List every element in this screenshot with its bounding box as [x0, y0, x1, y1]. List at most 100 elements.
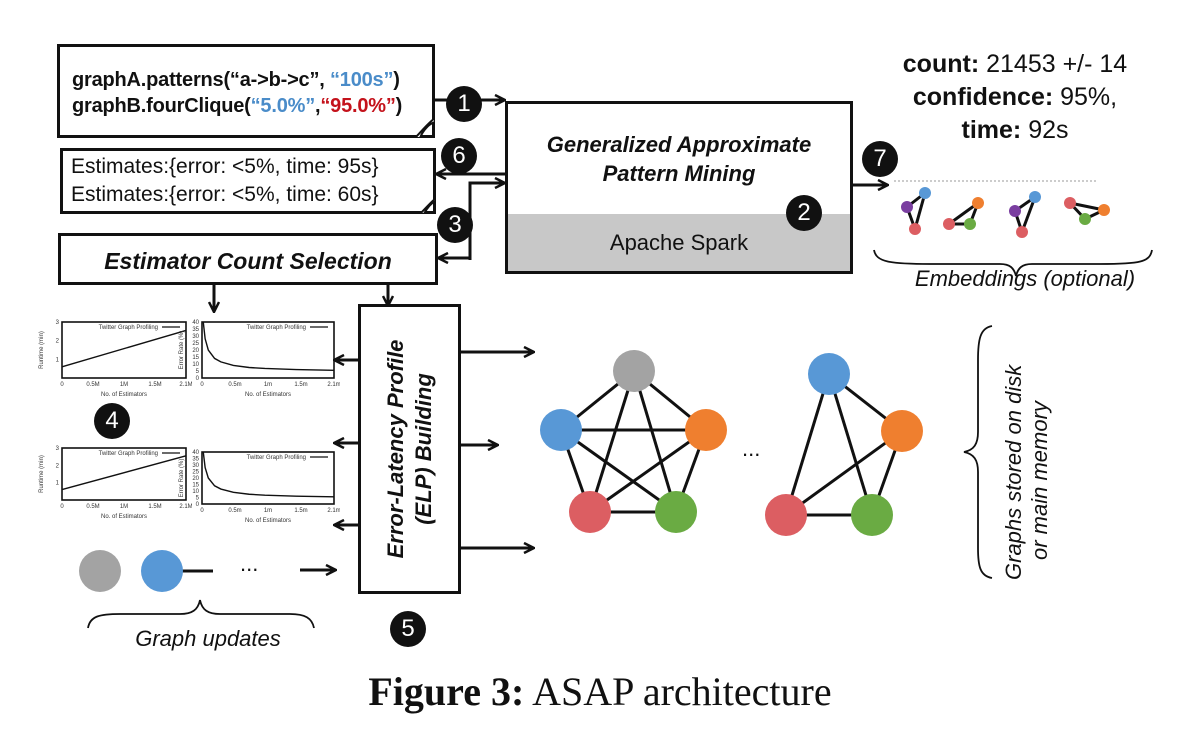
step-badge-5: 5: [390, 611, 426, 647]
chart-xtick-label: 0: [60, 504, 64, 510]
graph-edge: [827, 373, 874, 516]
step-badge-3: 3: [437, 207, 473, 243]
chart-ytick-label: 0: [196, 376, 200, 382]
chart-frame: [61, 321, 187, 379]
query-line-2: graphB.fourClique(“5.0%”,“95.0%”): [72, 95, 402, 118]
graph-node-purple: [901, 201, 913, 213]
graph-node-orange: [685, 409, 727, 451]
apache-spark-label: Apache Spark: [609, 230, 749, 255]
chart-ytick-label: 3: [56, 446, 60, 452]
chart-xtick-label: 0.5m: [228, 508, 241, 514]
step-badge-2: 2: [786, 195, 822, 231]
graph-edge: [632, 370, 678, 513]
chart-xtick-label: 1m: [264, 382, 272, 388]
step-badge-6: 6: [441, 138, 477, 174]
chart-xtick-label: 0: [200, 382, 204, 388]
caption-text: ASAP architecture: [524, 669, 832, 714]
gapm-title-line-1: Generalized Approximate: [546, 132, 812, 157]
graph-node-green: [1079, 213, 1091, 225]
chart-legend-label: Twitter Graph Profiling: [99, 451, 158, 457]
graph-node-green: [964, 218, 976, 230]
embedding-triangle: [1009, 191, 1041, 238]
graph-node-purple: [1009, 205, 1021, 217]
chart-xtick-label: 0.5M: [86, 382, 99, 388]
chart-legend-label: Twitter Graph Profiling: [247, 325, 306, 331]
chart-ytick-label: 20: [192, 476, 199, 482]
elp-label: Error-Latency Profile (ELP) Building: [382, 309, 438, 589]
graph-edge: [784, 373, 831, 516]
estimator-count-selection-box: Estimator Count Selection: [58, 233, 438, 285]
chart-legend-label: Twitter Graph Profiling: [99, 325, 158, 331]
chart-ytick-label: 0: [196, 502, 200, 508]
graphs-stored-brace: [963, 325, 993, 579]
graph-node-red: [1064, 197, 1076, 209]
chart-ytick-label: 15: [192, 483, 199, 489]
chart-ytick-label: 2: [56, 463, 60, 469]
graph-edge: [1020, 196, 1037, 233]
chart-xtick-label: 0: [200, 508, 204, 514]
chart-series-line: [61, 455, 187, 491]
chart-ylabel: Runtime (min): [39, 331, 45, 369]
chart-ylabel: Error Rate (%): [179, 459, 185, 498]
chart-ytick-label: 10: [192, 489, 199, 495]
chart-ytick-label: 35: [192, 457, 199, 463]
graph-four-node: [765, 353, 923, 536]
chart-series-line: [61, 329, 187, 368]
step-badge-4: 4: [94, 403, 130, 439]
graph-edge: [785, 429, 903, 517]
query-line-2-sep: ,: [315, 95, 321, 117]
chart-xlabel: No. of Estimators: [245, 518, 291, 524]
chart-ytick-label: 30: [192, 463, 199, 469]
chart-xtick-label: 1.5m: [294, 382, 307, 388]
chart-frame: [61, 447, 187, 501]
query-line-1-code: graphA.patterns(“a->b->c”,: [72, 69, 330, 91]
graph-updates-brace: [87, 599, 315, 629]
chart-series-line: [202, 451, 335, 498]
chart-xtick-label: 1.5m: [294, 508, 307, 514]
graph-node-red: [909, 223, 921, 235]
chart-xtick-label: 1m: [264, 508, 272, 514]
figure-caption: Figure 3: ASAP architecture: [0, 668, 1200, 715]
apache-spark-layer: Apache Spark: [508, 214, 850, 271]
elp-label-line-2: (ELP) Building: [410, 373, 436, 525]
count-value: 21453 +/- 14: [986, 50, 1128, 78]
graph-node-red: [569, 491, 611, 533]
graph-node-blue: [1029, 191, 1041, 203]
query-line-1-close: ): [393, 69, 400, 91]
count-label: count:: [902, 50, 980, 78]
embeddings-brace: [873, 249, 1153, 277]
caption-label: Figure 3:: [368, 669, 525, 714]
graph-node-red: [765, 494, 807, 536]
chart-series-line: [202, 321, 335, 371]
chart-frame: [201, 451, 335, 505]
chart-ytick-label: 3: [56, 320, 60, 326]
confidence-label: confidence:: [912, 83, 1054, 111]
graph-node-red: [943, 218, 955, 230]
arrow-selection-to-gapm: [468, 183, 505, 260]
graph-updates-label: Graph updates: [135, 626, 281, 651]
gapm-box: Generalized Approximate Pattern Mining A…: [505, 101, 853, 274]
graph-five-clique: [540, 350, 727, 533]
result-count: count: 21453 +/- 14: [880, 48, 1150, 81]
chart-ytick-label: 10: [192, 362, 199, 368]
embedding-triangle: [943, 197, 984, 230]
graph-node-green: [851, 494, 893, 536]
embedding-triangle: [1064, 197, 1110, 225]
query-line-2-code: graphB.fourClique(: [72, 95, 251, 117]
chart-xtick-label: 2.1M: [179, 382, 192, 388]
chart-xtick-label: 0.5M: [86, 504, 99, 510]
chart-ytick-label: 30: [192, 334, 199, 340]
chart-legend-label: Twitter Graph Profiling: [247, 455, 306, 461]
graph-node-orange: [1098, 204, 1110, 216]
estimator-count-selection-label: Estimator Count Selection: [104, 248, 392, 274]
graph-node-blue: [919, 187, 931, 199]
time-budget-value: “100s”: [329, 69, 394, 91]
step-badge-1: 1: [446, 86, 482, 122]
time-value: 92s: [1028, 116, 1069, 144]
chart-xtick-label: 2.1m: [327, 382, 340, 388]
graph-node-orange: [881, 410, 923, 452]
elp-box: Error-Latency Profile (ELP) Building: [358, 304, 461, 594]
